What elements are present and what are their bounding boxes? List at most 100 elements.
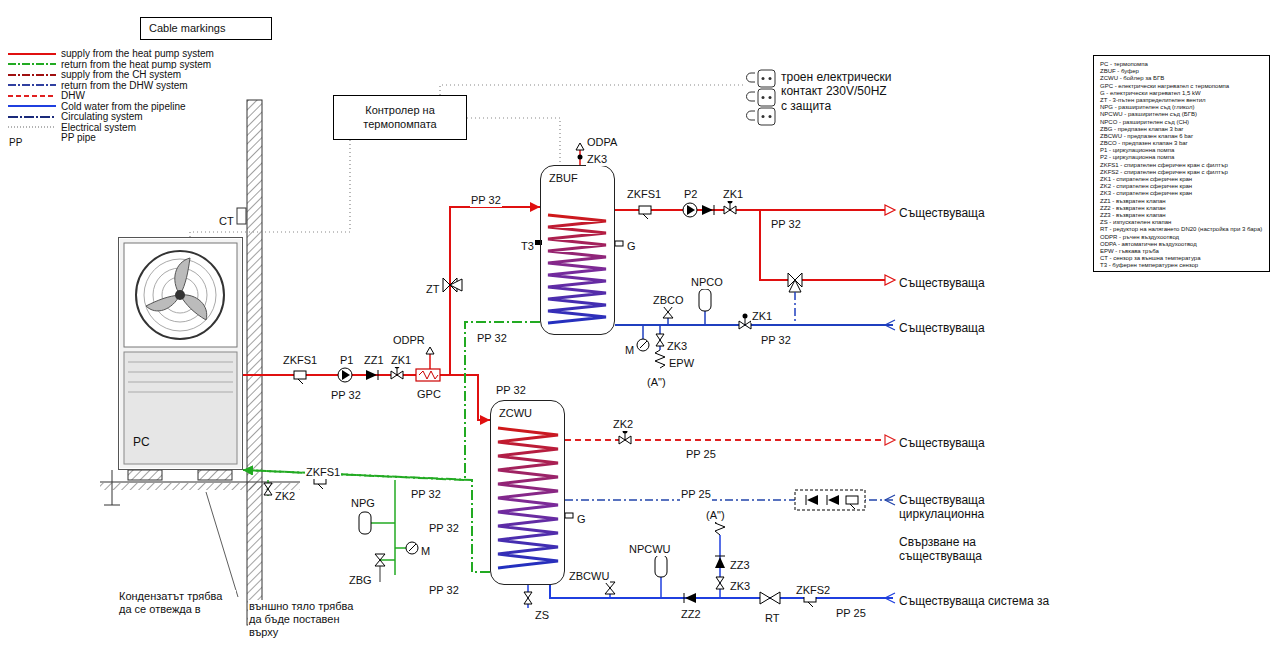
socket-symbol	[762, 96, 765, 99]
legend-row: DHW	[8, 90, 86, 101]
heat-pump-unit: PC	[118, 237, 243, 470]
label-anchor: RT	[764, 608, 780, 626]
label-anchor: Съществуваща система за	[898, 591, 1050, 609]
legend-text: supply from the heat pump system	[60, 48, 215, 59]
component-label: CT	[218, 215, 235, 228]
condensate-drain	[112, 470, 113, 505]
label-anchor: PP 32	[428, 518, 460, 536]
return-fittings	[375, 554, 385, 566]
component-label: ZK2	[612, 418, 634, 431]
component-label: ZK2	[274, 490, 296, 503]
component-label: M	[624, 344, 635, 357]
outside-sensor	[237, 208, 246, 224]
electrical-wire	[190, 140, 350, 237]
dhw-fittings	[524, 592, 532, 604]
component-label: PP 32	[428, 522, 460, 535]
label-anchor: ZK2	[612, 414, 634, 432]
buffer-fittings	[794, 292, 796, 325]
label-anchor: ODPR	[392, 330, 426, 348]
dhw-fittings	[655, 555, 667, 577]
component-label: ZKFS1	[626, 188, 662, 201]
dhw-fittings	[565, 513, 573, 518]
abbreviation-entry: ZT - 3-пътен разпределителен вентил	[1100, 97, 1263, 104]
abbreviation-entry: EPW - гъвкава тръба	[1100, 248, 1263, 255]
connection-note: Съществуваща	[898, 276, 986, 290]
buffer-fittings	[642, 325, 644, 339]
dhw-fittings	[760, 592, 780, 604]
abbreviation-entry: ZBG - предпазен клапан 3 bar	[1100, 126, 1263, 133]
socket-symbol	[758, 70, 775, 87]
component-label: (A")	[705, 509, 726, 522]
abbreviation-entry: NPCO - разширителен съд (СН)	[1100, 119, 1263, 126]
label-anchor: Кондензатът трябва да се отвежда в	[118, 590, 236, 616]
node-text: троен електрически контакт 230V/50HZ с з…	[781, 70, 895, 113]
legend-text: supply from the CH system	[60, 69, 182, 80]
connection-note: Съществуваща	[898, 321, 986, 335]
abbreviation-entry: ZZ2 - възвратен клапан	[1100, 205, 1263, 212]
label-anchor: Съществуваща	[898, 203, 986, 221]
abbreviation-entry: ODPA - автоматичен въздухоотвод	[1100, 241, 1263, 248]
supply-fittings	[426, 347, 434, 354]
legend-text: Cold water from the pipeline	[60, 101, 187, 112]
supply-fittings	[416, 369, 440, 381]
legend-line	[8, 95, 56, 97]
label-anchor: ZKFS1	[305, 462, 341, 480]
component-label: PP 32	[770, 218, 802, 231]
legend-text: Electrical system	[60, 122, 137, 133]
buffer-fittings	[683, 203, 697, 217]
component-label: ZK1	[390, 354, 412, 367]
socket-symbol	[769, 96, 772, 99]
abbreviation-entry: ZZ3 - възвратен клапан	[1100, 212, 1263, 219]
label-anchor: G	[576, 509, 587, 527]
component-label: ZK3	[586, 153, 608, 166]
legend-row: Cold water from the pipeline	[8, 101, 187, 112]
label-anchor: PP	[8, 132, 23, 150]
buffer-fittings	[615, 324, 893, 326]
label-anchor: (A")	[705, 505, 726, 523]
heat-pump-unit	[124, 243, 237, 347]
buffer-tank: ZBUF	[540, 165, 615, 335]
component-label: ODPA	[586, 136, 618, 149]
buffer-fittings	[576, 143, 584, 150]
electrical-wire	[440, 85, 745, 95]
label-anchor: външно тяло трябва да бъде поставен върх…	[248, 600, 360, 639]
label-anchor: GPC	[416, 384, 442, 402]
label-anchor: ZK1	[751, 306, 773, 324]
component-label: ZBCWU	[568, 570, 610, 583]
return-fittings	[359, 512, 371, 534]
legend-sample	[8, 71, 56, 79]
label-anchor: M	[624, 340, 635, 358]
label-anchor: ZBG	[348, 570, 373, 588]
ground	[100, 481, 300, 482]
abbreviation-entry: CT - сензор за външна температура	[1100, 255, 1263, 262]
abbreviation-entry: NPG - разширителен съд (гликол)	[1100, 104, 1263, 111]
pipe-connector	[243, 470, 490, 572]
buffer-fittings	[885, 320, 895, 330]
return-fittings	[395, 547, 406, 549]
label-anchor: ODPA	[586, 132, 618, 150]
abbreviation-entry: ZS - изпускателен клапан	[1100, 219, 1263, 226]
label-anchor: G	[626, 236, 637, 254]
legend-sample	[8, 92, 56, 100]
label-anchor: PP 25	[685, 444, 717, 462]
label-anchor: Съществуваща	[898, 433, 986, 451]
heat-pump-unit	[128, 362, 233, 363]
socket-symbol	[762, 115, 765, 118]
label-anchor: PP 32	[470, 190, 502, 208]
legend-line	[8, 53, 56, 55]
component-label: NPG	[350, 497, 376, 510]
abbreviation-entry: ZK3 - спирателен сферичен кран	[1100, 190, 1263, 197]
label-anchor: Съществуваща	[898, 318, 986, 336]
abbreviation-entry: ZZ1 - възвратен клапан	[1100, 198, 1263, 205]
heat-pump-unit	[128, 382, 233, 383]
node-text: ZCWU	[499, 407, 556, 420]
outside-sensor	[237, 208, 246, 224]
buffer-fittings	[656, 334, 664, 346]
connection-note: Съществуваща	[898, 436, 986, 450]
component-label: T3	[520, 240, 535, 253]
abbreviation-entry: ZBCO - предпазен клапан 3 bar	[1100, 140, 1263, 147]
label-anchor: ZKFS1	[282, 350, 318, 368]
component-label: ZK3	[666, 340, 688, 353]
component-label: RT	[764, 612, 780, 625]
